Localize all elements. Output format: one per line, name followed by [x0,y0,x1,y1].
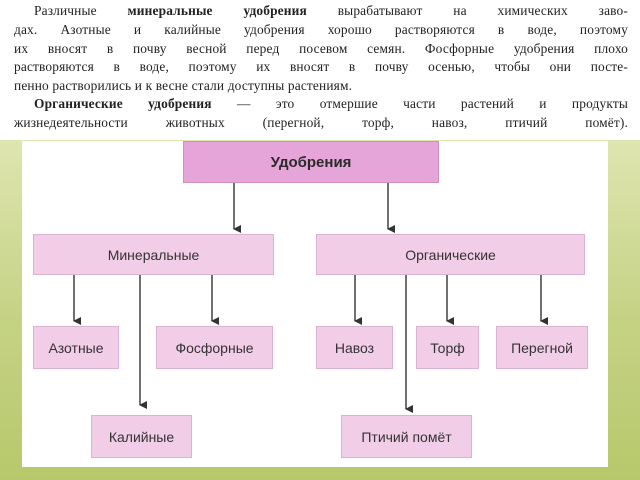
para1-line1: Различные минеральные удобрения вырабаты… [34,3,628,18]
box-label: Перегной [511,339,573,356]
term-mineral-fertilizers: минеральные удобрения [127,3,307,18]
box-manure: Навоз [316,326,393,369]
diagram-arrows [73,183,548,413]
paragraph-mineral: Различные минеральные удобрения вырабаты… [14,2,628,96]
para1-line2: дах. Азотные и калийные удобрения хорошо… [14,21,628,37]
box-label: Фосфорные [175,339,254,356]
box-fertilizers-root: Удобрения [183,141,439,183]
box-label: Торф [430,339,465,356]
paragraph-organic: Органические удобрения — это отмершие ча… [14,95,628,133]
box-label: Азотные [48,339,104,356]
box-bird-droppings: Птичий помёт [341,415,472,458]
box-nitrogen: Азотные [33,326,119,369]
para1-line5: пенно растворились и к весне стали досту… [14,78,353,94]
box-label: Органические [405,246,496,263]
box-label: Калийные [108,428,175,445]
para1-line3: их вносят в почву весной перед посевом с… [14,40,628,56]
box-label: Навоз [334,339,375,356]
fertilizer-diagram: Удобрения Минеральные Органические Азотн… [22,141,608,467]
box-potassium: Калийные [91,415,192,458]
para2-line1: Органические удобрения — это отмершие ча… [34,96,628,111]
para1-line4: растворяются в воде, поэтому их вносят в… [14,59,628,75]
box-organic: Органические [316,234,585,275]
box-label: Птичий помёт [361,428,452,445]
box-phosphorus: Фосфорные [156,326,273,369]
box-label: Минеральные [107,246,200,263]
box-label: Удобрения [270,153,352,171]
text-section: Различные минеральные удобрения вырабаты… [0,0,640,140]
box-humus: Перегной [496,326,588,369]
term-organic-fertilizers: Органические удобрения [34,96,212,111]
box-peat: Торф [416,326,479,369]
box-mineral: Минеральные [33,234,274,275]
para2-line2: жизнедеятельности животных (перегной, то… [14,114,628,130]
